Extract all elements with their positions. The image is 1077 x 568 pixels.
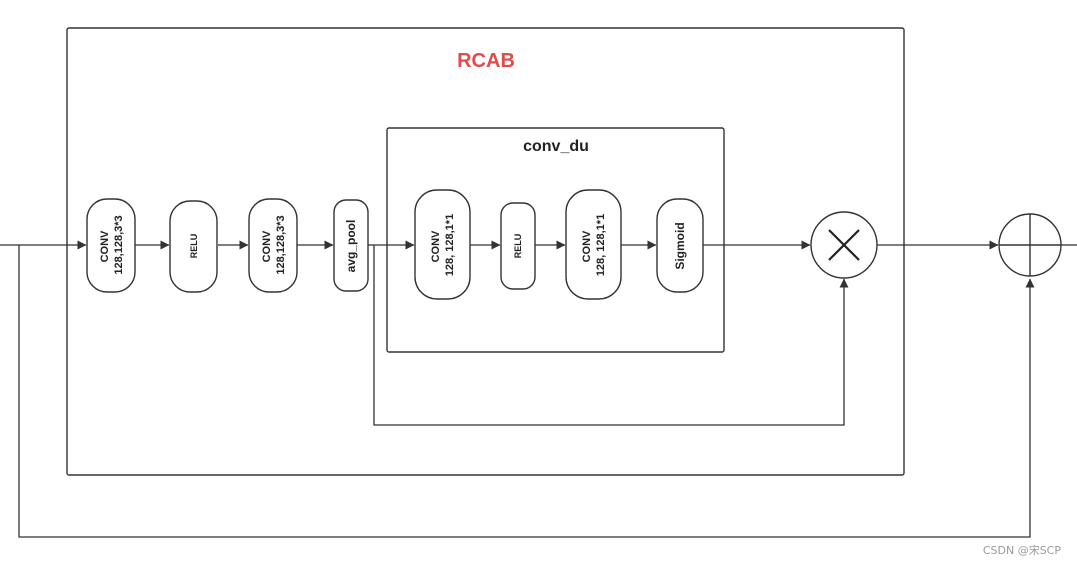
conv4-block: CONV 128, 128,1*1 xyxy=(565,189,622,300)
add-icon xyxy=(998,213,1062,277)
watermark: CSDN @宋SCP xyxy=(982,544,1061,557)
residual-skip-arrow xyxy=(18,245,1035,538)
conv3-params: 128, 128,1*1 xyxy=(444,214,456,276)
relu2-block: RELU xyxy=(500,202,536,290)
attention-skip-arrow xyxy=(373,245,849,426)
conv2-params: 128,128,3*3 xyxy=(275,215,287,274)
svg-text:CONV 128,128,3*3: CONV 128,128,3*3 xyxy=(99,215,125,274)
rcab-frame xyxy=(66,27,905,476)
conv1-block: CONV 128,128,3*3 xyxy=(86,198,136,293)
conv-du-frame xyxy=(386,127,725,353)
conv-du-title: conv_du xyxy=(523,138,589,155)
conv3-label: CONV xyxy=(430,230,442,262)
conv3-block: CONV 128, 128,1*1 xyxy=(414,189,471,300)
conv2-label: CONV xyxy=(261,230,273,262)
relu1-block: RELU xyxy=(169,200,218,293)
sigmoid-block: Sigmoid xyxy=(656,198,704,293)
sigmoid-label: Sigmoid xyxy=(673,222,687,269)
conv2-block: CONV 128,128,3*3 xyxy=(248,198,298,293)
svg-text:RELU: RELU xyxy=(189,234,199,259)
svg-text:CONV 128, 128,1*1: CONV 128, 128,1*1 xyxy=(430,214,456,276)
multiply-icon xyxy=(810,211,878,279)
conv1-params: 128,128,3*3 xyxy=(113,215,125,274)
relu1-label: RELU xyxy=(189,234,199,259)
svg-text:Sigmoid: Sigmoid xyxy=(673,222,687,269)
avg-pool-block: avg_pool xyxy=(333,199,369,292)
conv4-label: CONV xyxy=(581,230,593,262)
conv4-params: 128, 128,1*1 xyxy=(595,214,607,276)
avg-pool-label: avg_pool xyxy=(344,220,358,273)
svg-text:RELU: RELU xyxy=(513,234,523,259)
svg-text:avg_pool: avg_pool xyxy=(344,220,358,273)
svg-text:CONV 128, 128,1*1: CONV 128, 128,1*1 xyxy=(581,214,607,276)
svg-text:CONV 128,128,3*3: CONV 128,128,3*3 xyxy=(261,215,287,274)
conv1-label: CONV xyxy=(99,230,111,262)
rcab-title: RCAB xyxy=(457,50,515,72)
relu2-label: RELU xyxy=(513,234,523,259)
